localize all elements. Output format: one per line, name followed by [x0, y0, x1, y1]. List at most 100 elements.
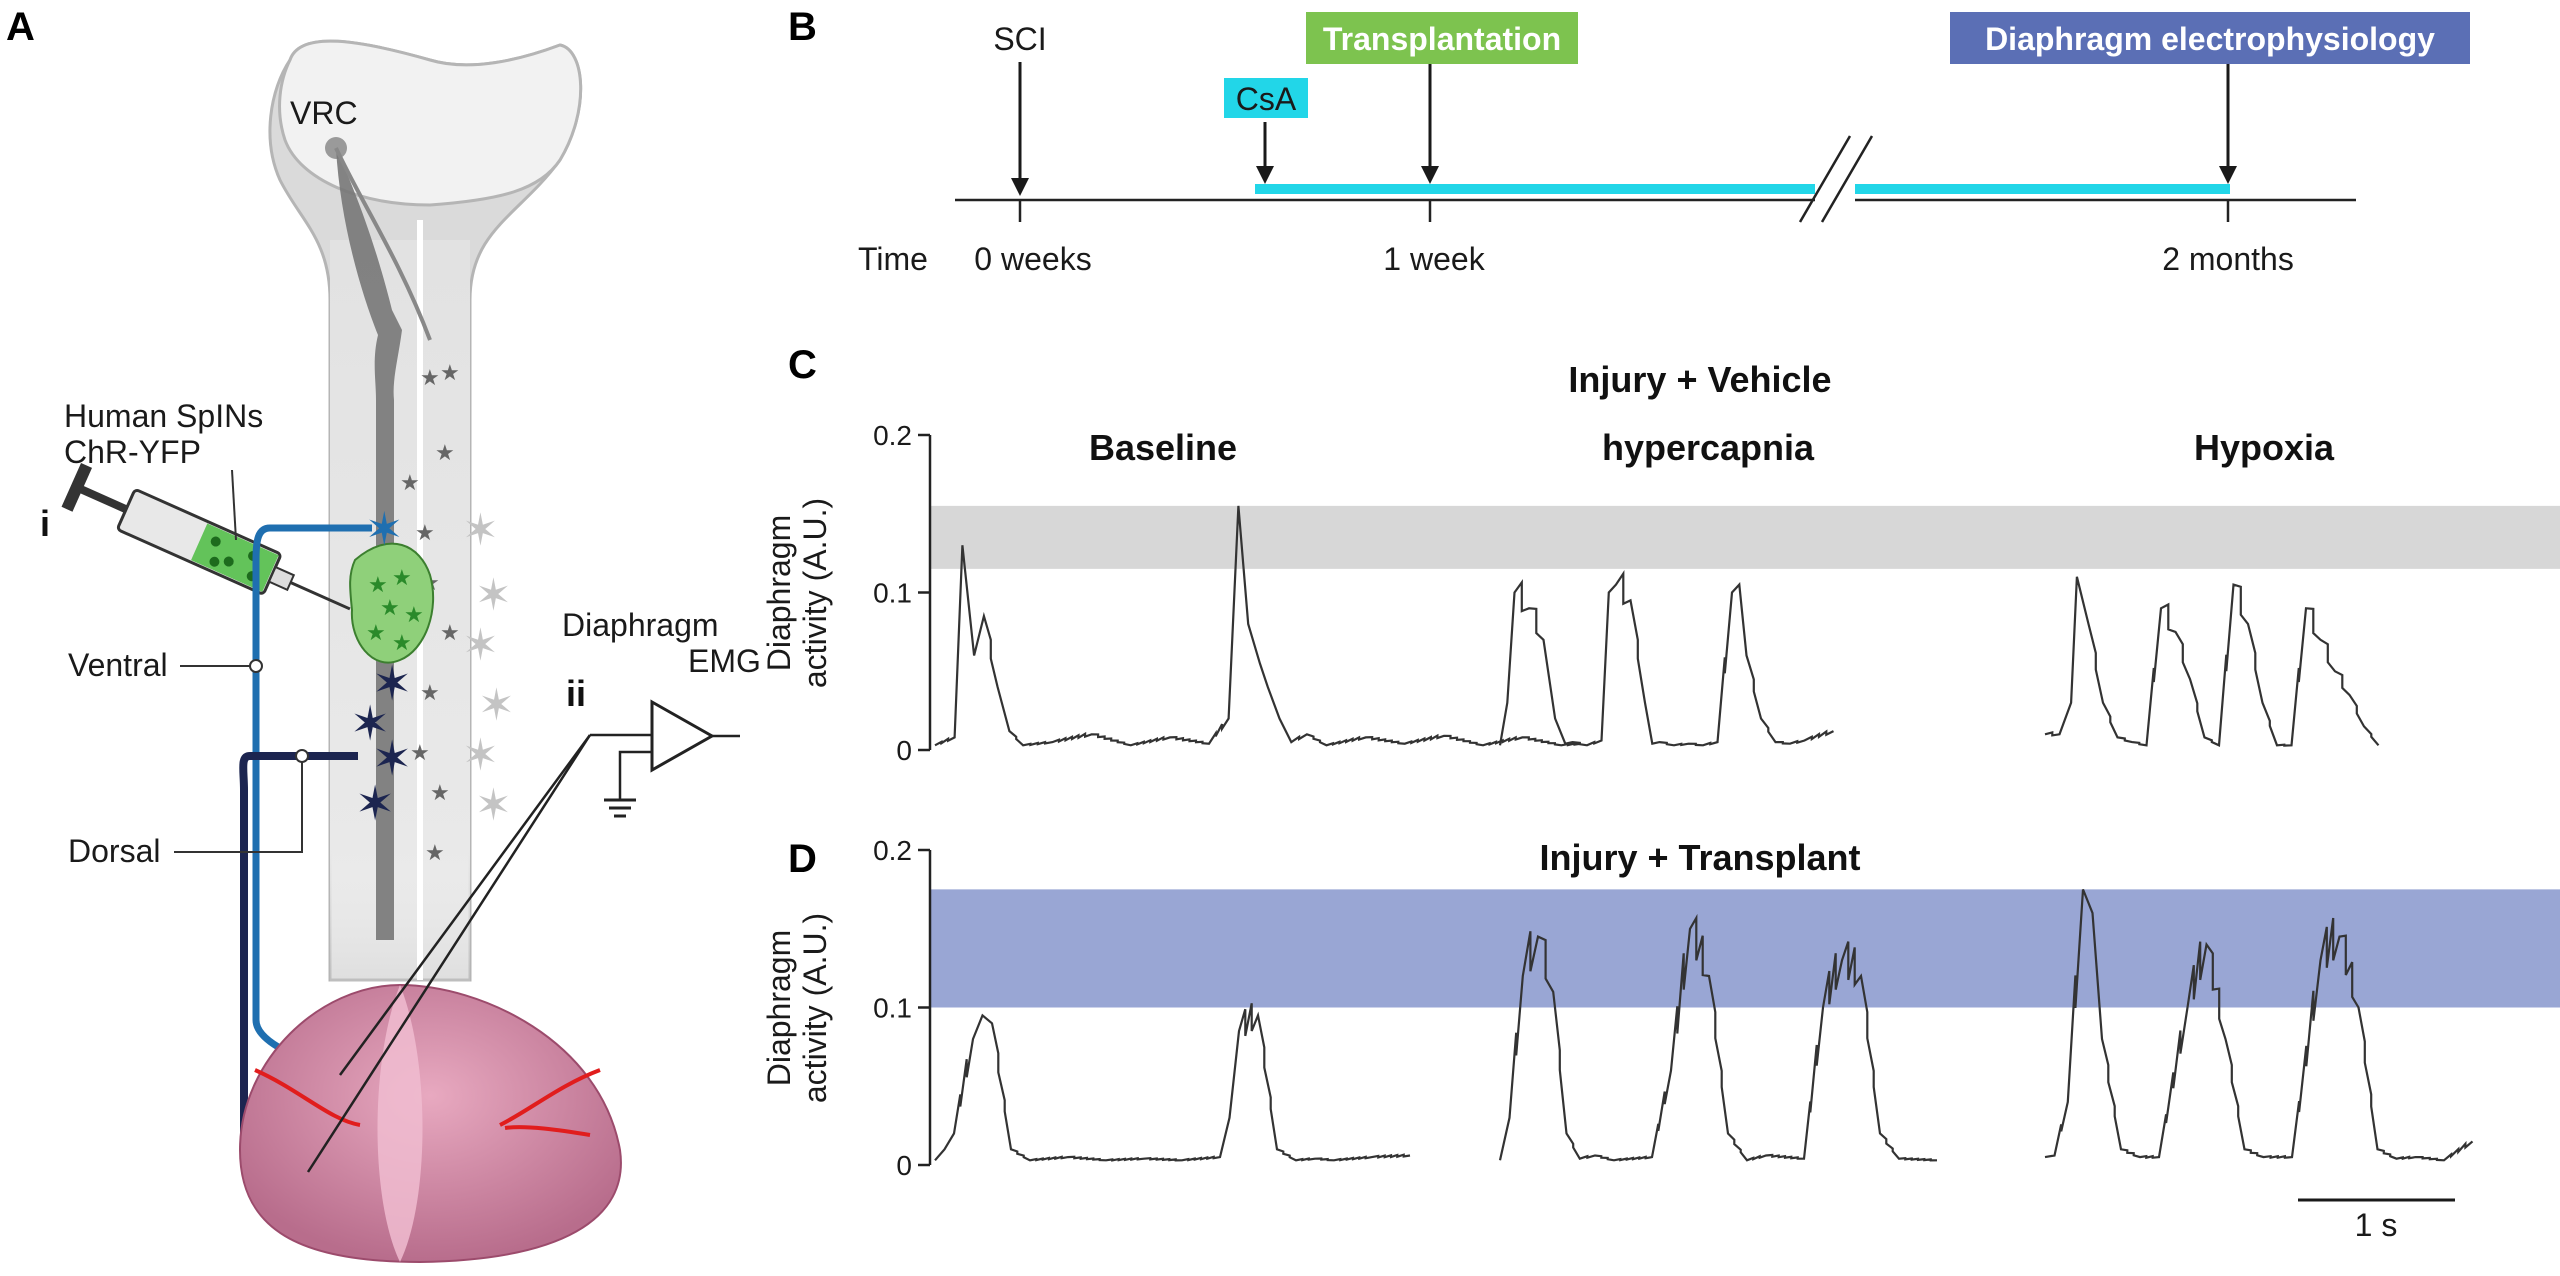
timeline-break-2 [1820, 135, 1874, 223]
vrc-axon [334, 147, 432, 341]
ground-icon [604, 798, 636, 818]
y-tick-label: 0.1 [873, 578, 912, 609]
transplant-arrow-head [1421, 166, 1439, 184]
phrenic-branch-left [254, 1068, 361, 1127]
timeline-break-gap [1815, 178, 1855, 208]
transplantation-label: Transplantation [1323, 21, 1561, 57]
svg-text:✶: ✶ [350, 698, 390, 751]
trace-c-hypoxia [2044, 576, 2380, 747]
chart-d-y-ticks: 00.10.2 [873, 835, 930, 1181]
svg-text:★: ★ [404, 602, 424, 627]
transplant-graft [349, 542, 435, 664]
grey-motor-pool: ✶ ✶ ✶ ✶ ✶ ✶ [462, 506, 515, 830]
chart-c-condition-2: Hypoxia [2194, 427, 2335, 468]
emg-label-line2: EMG [688, 643, 761, 679]
svg-text:✶: ✶ [462, 731, 499, 780]
tick-label-1: 1 week [1383, 241, 1485, 277]
svg-text:✶: ✶ [478, 681, 515, 730]
svg-text:★: ★ [420, 365, 440, 390]
ground-wire [618, 750, 652, 800]
svg-text:★: ★ [420, 680, 440, 705]
chart-c-condition-0: Baseline [1089, 427, 1237, 468]
trace-d-baseline [934, 1003, 1411, 1162]
chart-c-ylabel-line2: activity (A.U.) [797, 498, 833, 688]
ephys-arrow-head [2219, 166, 2237, 184]
y-tick-label: 0 [896, 735, 912, 766]
svg-text:✶: ✶ [475, 781, 512, 830]
sci-arrow-head [1011, 178, 1029, 196]
phrenic-branch-right2 [504, 1125, 591, 1137]
csa-bar [1255, 184, 2230, 194]
emg-lead-2 [306, 734, 592, 1173]
svg-text:★: ★ [440, 620, 460, 645]
panel-label-c: C [788, 343, 817, 387]
chart-c-condition-1: hypercapnia [1602, 427, 1815, 468]
panel-label-b: B [788, 5, 817, 49]
brainstem-top [278, 39, 583, 207]
panel-c: C Injury + Vehicle Baseline hypercapnia … [761, 343, 2560, 766]
sci-label: SCI [993, 21, 1046, 57]
panel-a: A VRC ★ ★ ★ ★ ★ ★ ★ ★ ★ ★ ★ ✶ ✶ ✶ [6, 5, 761, 1264]
emg-amplifier [650, 699, 716, 773]
graft-cells: ★ ★ ★ ★ ★ ★ [366, 565, 424, 655]
csa-badge [1224, 78, 1308, 118]
marker-i: i [40, 503, 50, 544]
dorsal-marker [295, 749, 309, 763]
dorsal-leader [174, 762, 303, 853]
chart-c-traces [934, 505, 2380, 747]
dorsal-label: Dorsal [68, 833, 160, 869]
panel-label-a: A [6, 5, 35, 49]
svg-text:★: ★ [400, 470, 420, 495]
timeline-break-1 [1798, 135, 1852, 223]
svg-text:✶: ✶ [355, 778, 395, 831]
svg-text:✶: ✶ [372, 658, 412, 711]
csa-arrow-head [1256, 166, 1274, 184]
cells-label-line2: ChR-YFP [64, 434, 201, 470]
electrophysiology-label: Diaphragm electrophysiology [1985, 21, 2435, 57]
svg-text:★: ★ [392, 630, 412, 655]
svg-text:✶: ✶ [372, 733, 412, 786]
vrc-label: VRC [290, 95, 358, 131]
svg-text:✶: ✶ [475, 571, 512, 620]
panel-d: D Injury + Transplant 00.10.2 Diaphragm … [761, 835, 2560, 1243]
svg-text:★: ★ [435, 440, 455, 465]
chart-d-ylabel-line2: activity (A.U.) [797, 913, 833, 1103]
transplant-reference-band [930, 889, 2560, 1008]
cells-label-line1: Human SpINs [64, 398, 263, 434]
tick-label-2: 2 months [2162, 241, 2294, 277]
chart-d-title: Injury + Transplant [1539, 837, 1860, 878]
svg-text:★: ★ [430, 780, 450, 805]
syringe [61, 462, 351, 611]
chart-c-y-ticks: 0 0.1 0.2 [873, 420, 930, 766]
panel-b: B SCI CsA Transplantation Diaphragm elec… [788, 5, 2470, 277]
chart-c-title: Injury + Vehicle [1568, 359, 1831, 400]
diaphragm-central-tendon [377, 985, 423, 1262]
svg-text:★: ★ [440, 360, 460, 385]
svg-text:★: ★ [415, 520, 435, 545]
trace-c-hypercapnia [1498, 569, 1834, 747]
svg-text:★: ★ [366, 620, 386, 645]
svg-text:★: ★ [380, 595, 400, 620]
svg-text:★: ★ [392, 565, 412, 590]
svg-text:★: ★ [368, 572, 388, 597]
svg-text:✶: ✶ [462, 621, 499, 670]
chart-c-ylabel-line1: Diaphragm [761, 515, 797, 672]
trace-d-hypoxia [2044, 888, 2474, 1162]
y-tick-label: 0.1 [873, 993, 912, 1024]
transplantation-badge [1306, 12, 1578, 64]
ventral-label: Ventral [68, 647, 168, 683]
chart-d-ylabel-line1: Diaphragm [761, 930, 797, 1087]
y-tick-label: 0.2 [873, 835, 912, 866]
marker-ii: ii [566, 673, 586, 714]
panel-label-d: D [788, 837, 817, 881]
diaphragm [238, 983, 622, 1264]
trace-c-baseline [934, 505, 1582, 747]
vrc-tract [336, 148, 402, 940]
tick-label-0: 0 weeks [974, 241, 1091, 277]
y-tick-label: 0.2 [873, 420, 912, 451]
emg-label-line1: Diaphragm [562, 607, 719, 643]
vehicle-reference-band [930, 505, 2560, 569]
time-label: Time [858, 241, 928, 277]
svg-text:✶: ✶ [462, 506, 499, 555]
